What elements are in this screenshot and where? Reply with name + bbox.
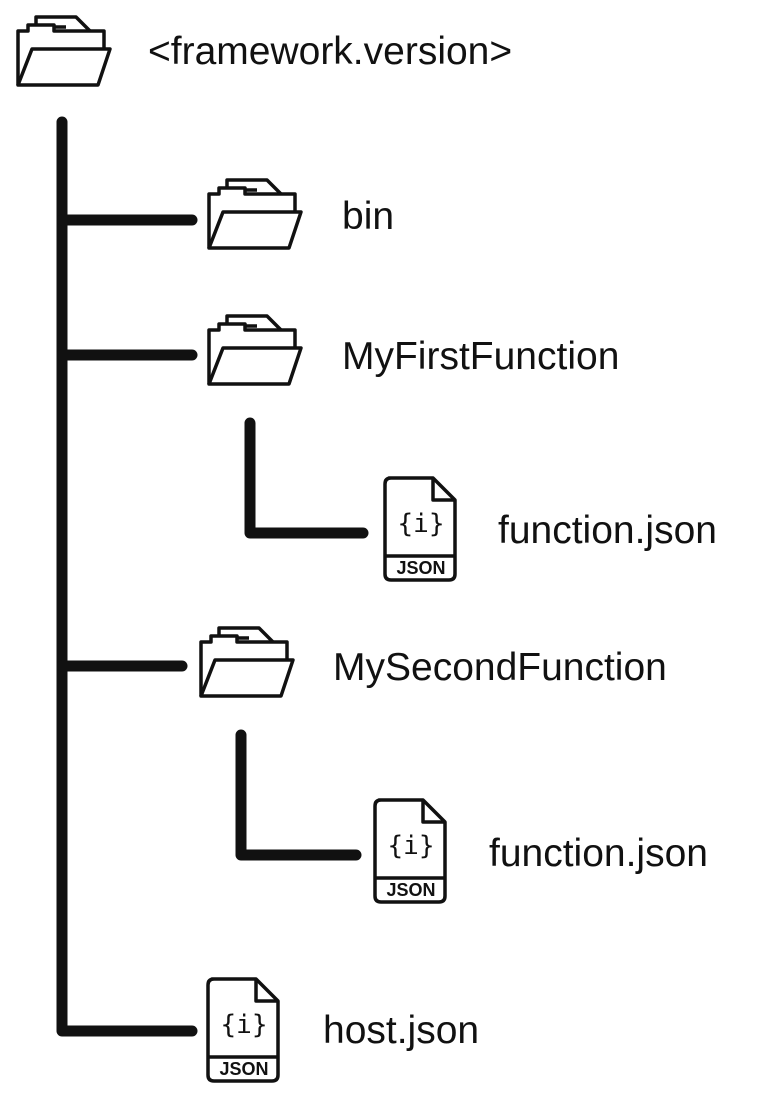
json-file-icon: {i} JSON	[373, 798, 447, 904]
folder-icon	[207, 178, 303, 250]
svg-text:{i}: {i}	[221, 1010, 268, 1040]
svg-text:JSON: JSON	[219, 1059, 268, 1079]
connector-lines	[56, 116, 369, 1037]
folder-icon	[199, 626, 295, 698]
node-label: <framework.version>	[148, 30, 512, 73]
tree-node-mysecondfunction: MySecondFunction	[199, 626, 667, 698]
svg-text:JSON: JSON	[396, 558, 445, 578]
tree-node-function-json-second: {i} JSON function.json	[373, 798, 708, 904]
node-label: host.json	[323, 1009, 479, 1052]
node-label: MySecondFunction	[333, 646, 667, 689]
tree-node-bin: bin	[207, 178, 394, 250]
tree-node-host-json: {i} JSON host.json	[206, 977, 479, 1083]
node-label: bin	[342, 195, 394, 238]
tree-node-function-json-first: {i} JSON function.json	[383, 476, 717, 582]
folder-icon	[207, 314, 303, 386]
sub-branch-line-first	[244, 417, 369, 539]
svg-text:JSON: JSON	[386, 880, 435, 900]
node-label: function.json	[498, 509, 717, 552]
json-file-icon: {i} JSON	[206, 977, 280, 1083]
root-trunk-line	[56, 116, 198, 1037]
node-label: MyFirstFunction	[342, 335, 619, 378]
json-file-icon: {i} JSON	[383, 476, 457, 582]
svg-text:{i}: {i}	[398, 509, 445, 539]
folder-icon	[16, 15, 112, 87]
svg-text:{i}: {i}	[388, 831, 435, 861]
node-label: function.json	[489, 832, 708, 875]
tree-node-root: <framework.version>	[16, 15, 512, 87]
tree-node-myfirstfunction: MyFirstFunction	[207, 314, 619, 386]
sub-branch-line-second	[235, 729, 362, 861]
